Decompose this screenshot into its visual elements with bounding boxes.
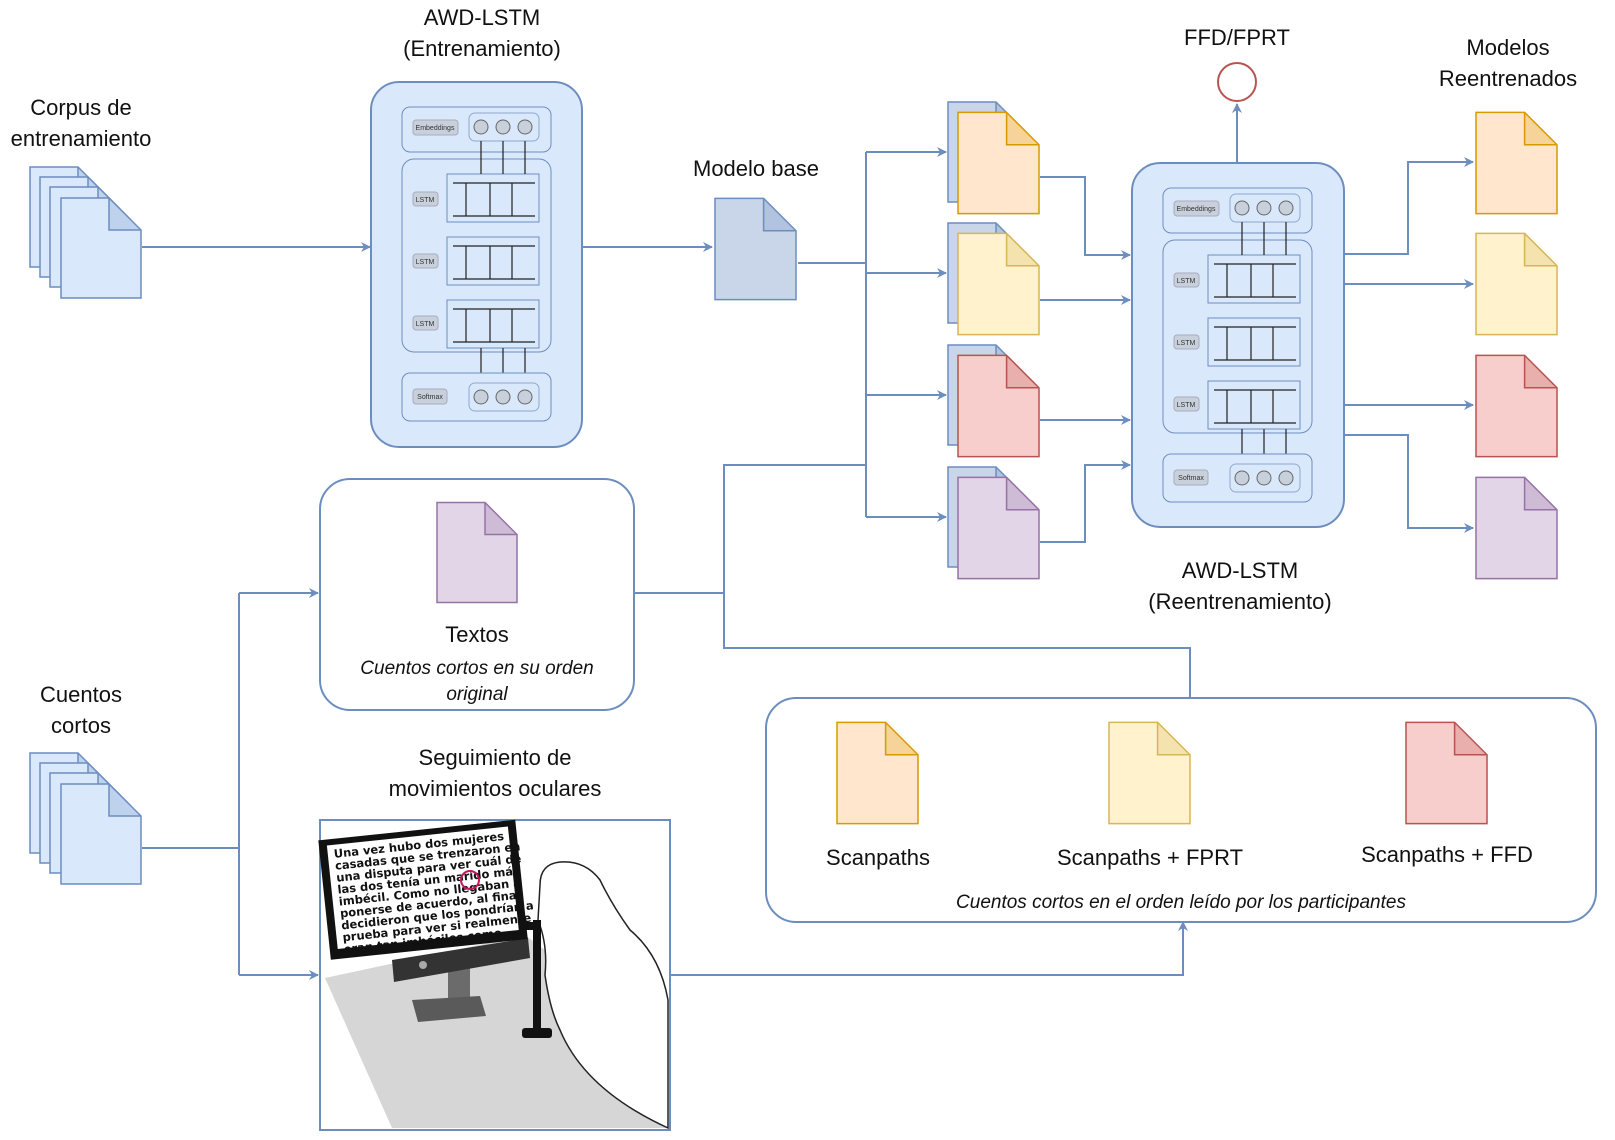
awd-train-title-1: AWD-LSTM (424, 5, 541, 30)
svg-text:Softmax: Softmax (1178, 475, 1204, 482)
scanpaths-label: Scanpaths (826, 845, 930, 870)
awd-retrain-title-2: (Reentrenamiento) (1148, 589, 1331, 614)
fixation-marker-icon (460, 870, 480, 890)
retrained-model-red-icon (1476, 355, 1557, 457)
textos-box: Textos Cuentos cortos en su orden origin… (319, 478, 635, 711)
eye-tracking-illustration: Una vez hubo dos mujeres casadas que se … (318, 819, 671, 1131)
awd-train-title-2: (Entrenamiento) (403, 36, 561, 61)
modelos-title-2: Reentrenados (1439, 66, 1577, 91)
textos-desc-1: Cuentos cortos en su orden (360, 658, 593, 679)
corpus-label-1: Corpus de (30, 95, 132, 120)
textos-desc-2: original (446, 684, 508, 705)
awd-lstm-retrain-block: Embeddings LSTM LSTM LSTM Softmax (1131, 162, 1345, 528)
eye-title-2: movimientos oculares (389, 776, 602, 801)
ffd-fprt-output-icon (1217, 62, 1257, 102)
corpus-label-2: entrenamiento (11, 126, 152, 151)
cuentos-label-1: Cuentos (40, 682, 122, 707)
modelos-title-1: Modelos (1466, 35, 1549, 60)
awd-lstm-train-block: Embeddings LSTM LSTM LSTM Softmax (370, 81, 583, 448)
awd-retrain-title-1: AWD-LSTM (1182, 558, 1299, 583)
modelo-base-label: Modelo base (693, 156, 819, 181)
connectors (142, 103, 1474, 980)
svg-text:LSTM: LSTM (416, 197, 435, 204)
lstm-layers: LSTM LSTM LSTM (412, 141, 540, 385)
scanpaths-fprt-label: Scanpaths + FPRT (1057, 845, 1243, 870)
ffd-fprt-label: FFD/FPRT (1184, 25, 1290, 50)
svg-text:LSTM: LSTM (416, 321, 435, 328)
emb-label: Embeddings (416, 125, 455, 132)
svg-text:Embeddings: Embeddings (1177, 206, 1216, 213)
retrained-model-orange-icon (1476, 112, 1557, 214)
modelo-base-doc-icon (715, 198, 796, 300)
textos-label: Textos (445, 622, 509, 647)
colored-doc-purple-icon (948, 467, 1039, 579)
svg-text:LSTM: LSTM (1177, 340, 1196, 347)
colored-doc-yellow-icon (948, 223, 1039, 335)
scanpaths-ffd-label: Scanpaths + FFD (1361, 842, 1533, 867)
eye-title-1: Seguimiento de (419, 745, 572, 770)
softmax-label: Softmax (417, 394, 443, 401)
corpus-stack-icon (30, 167, 141, 298)
monitor-screen-text: Una vez hubo dos mujeres casadas que se … (333, 829, 534, 956)
colored-doc-orange-icon (948, 102, 1039, 214)
retrained-model-yellow-icon (1476, 233, 1557, 335)
scanpaths-box: Scanpaths Scanpaths + FPRT Scanpaths + F… (765, 697, 1597, 923)
svg-text:LSTM: LSTM (1177, 402, 1196, 409)
svg-text:LSTM: LSTM (1177, 278, 1196, 285)
cuentos-label-2: cortos (51, 713, 111, 738)
cuentos-stack-icon (30, 753, 141, 884)
colored-doc-red-icon (948, 345, 1039, 457)
scanpaths-desc: Cuentos cortos en el orden leído por los… (956, 892, 1406, 913)
retrained-model-purple-icon (1476, 477, 1557, 579)
svg-text:LSTM: LSTM (416, 259, 435, 266)
